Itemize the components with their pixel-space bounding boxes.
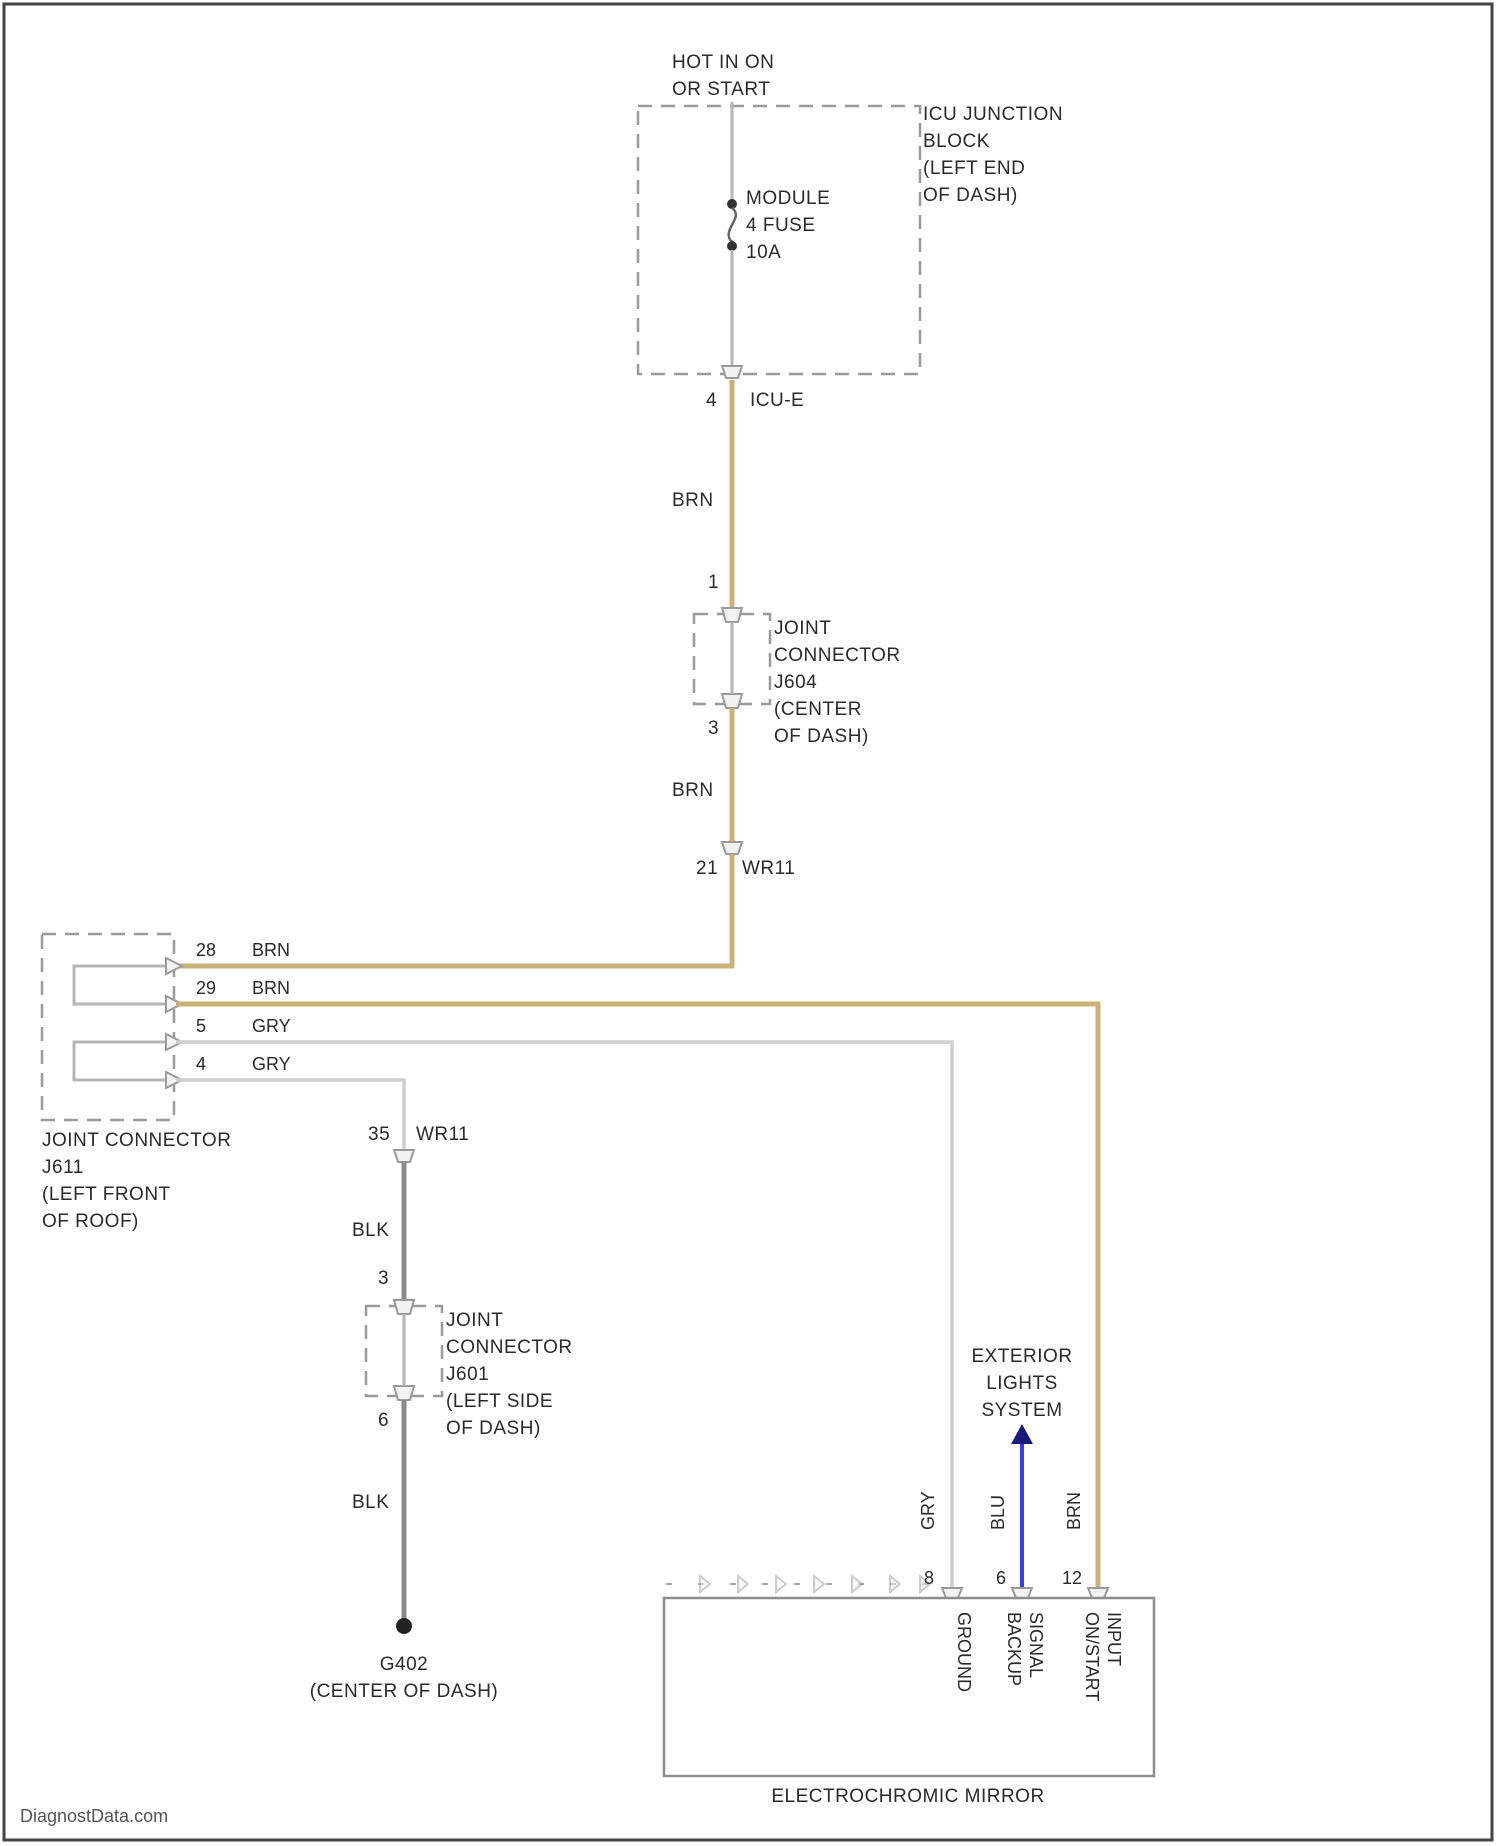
icu-e-pin: 4 xyxy=(706,390,717,411)
fuse-line1: MODULE xyxy=(746,188,830,209)
mirror-func-input-1: ON/START xyxy=(1082,1612,1102,1701)
j601-connector-bottom xyxy=(394,1386,414,1400)
ground-line1: G402 xyxy=(380,1654,428,1675)
j604-line3: J604 xyxy=(774,672,817,693)
exterior-line1: EXTERIOR xyxy=(971,1346,1072,1367)
power-source-line2: OR START xyxy=(672,79,770,100)
electrochromic-mirror-box xyxy=(664,1598,1154,1776)
gry-label-vertical: GRY xyxy=(918,1491,938,1530)
junction-block-line3: (LEFT END xyxy=(923,158,1025,179)
j611-pin-4: 4 xyxy=(196,1054,206,1074)
j611-outline xyxy=(42,934,174,1120)
j611-jumper-28-29 xyxy=(74,966,168,1004)
mirror-pin-placeholder-2 xyxy=(738,1576,748,1592)
fuse-terminal-bottom xyxy=(727,241,737,251)
fuse-terminal-top xyxy=(727,199,737,209)
mirror-pin-placeholder-6 xyxy=(890,1576,900,1592)
mirror-pin-placeholder-3 xyxy=(776,1576,786,1592)
brn-label-top: BRN xyxy=(672,490,714,511)
icu-junction-block-outline xyxy=(638,106,920,374)
mirror-pin-placeholder-1 xyxy=(700,1576,710,1592)
exterior-line2: LIGHTS xyxy=(986,1373,1058,1394)
j611-line4: OF ROOF) xyxy=(42,1211,139,1232)
junction-block-line4: OF DASH) xyxy=(923,185,1018,206)
j611-line2: J611 xyxy=(42,1157,84,1178)
brn-wire-j611-to-mirror xyxy=(176,1004,1098,1596)
j611-pin-29-color: BRN xyxy=(252,978,290,998)
mirror-pin-ground: 8 xyxy=(924,1568,934,1588)
fuse-element-icon xyxy=(729,208,736,242)
gry-wire-j611-to-mirror xyxy=(176,1042,952,1596)
mirror-pin-placeholder-4 xyxy=(814,1576,824,1592)
wr11-21-pin: 21 xyxy=(696,858,718,879)
j604-connector-top xyxy=(722,608,742,622)
j604-line2: CONNECTOR xyxy=(774,645,901,666)
junction-block-line1: ICU JUNCTION xyxy=(923,104,1063,125)
ground-line2: (CENTER OF DASH) xyxy=(310,1681,499,1702)
brn-label-vertical: BRN xyxy=(1064,1492,1084,1530)
mirror-func-backup-1: BACKUP xyxy=(1004,1612,1024,1686)
mirror-func-input-2: INPUT xyxy=(1104,1612,1124,1666)
wr11-connector-21 xyxy=(722,842,742,854)
j611-line1: JOINT CONNECTOR xyxy=(42,1130,231,1151)
mirror-pin-input: 12 xyxy=(1062,1568,1082,1588)
icu-e-name: ICU-E xyxy=(750,390,804,411)
j604-pin-top: 1 xyxy=(708,572,719,593)
fuse-line2: 4 FUSE xyxy=(746,215,816,236)
mirror-name: ELECTROCHROMIC MIRROR xyxy=(771,1786,1044,1807)
j611-jumper-5-4 xyxy=(74,1042,168,1080)
j601-line5: OF DASH) xyxy=(446,1418,541,1439)
diagram-frame xyxy=(4,4,1492,1840)
blk-label-upper: BLK xyxy=(352,1220,389,1241)
wr11-21-name: WR11 xyxy=(742,858,795,879)
j604-line4: (CENTER xyxy=(774,699,862,720)
brn-label-mid: BRN xyxy=(672,780,714,801)
power-source-line1: HOT IN ON xyxy=(672,52,774,73)
wr11-connector-35 xyxy=(394,1150,414,1162)
mirror-terminal-input xyxy=(1088,1588,1108,1598)
junction-block-line2: BLOCK xyxy=(923,131,990,152)
blk-label-lower: BLK xyxy=(352,1492,389,1513)
watermark: DiagnostData.com xyxy=(20,1806,168,1826)
j604-line1: JOINT xyxy=(774,618,831,639)
j601-line4: (LEFT SIDE xyxy=(446,1391,553,1412)
wr11-35-name: WR11 xyxy=(416,1124,469,1145)
j611-line3: (LEFT FRONT xyxy=(42,1184,171,1205)
j611-pin-5: 5 xyxy=(196,1016,206,1036)
icu-e-connector xyxy=(722,366,742,378)
mirror-pin-placeholder-5 xyxy=(852,1576,862,1592)
ground-point-icon xyxy=(396,1618,412,1634)
j601-line3: J601 xyxy=(446,1364,489,1385)
j601-pin-bottom: 6 xyxy=(378,1410,389,1431)
j611-pin-5-color: GRY xyxy=(252,1016,291,1036)
j601-line2: CONNECTOR xyxy=(446,1337,573,1358)
exterior-line3: SYSTEM xyxy=(981,1400,1062,1421)
mirror-terminal-ground xyxy=(942,1588,962,1598)
j611-pin-28: 28 xyxy=(196,940,216,960)
j604-line5: OF DASH) xyxy=(774,726,869,747)
j611-pin-29: 29 xyxy=(196,978,216,998)
j601-line1: JOINT xyxy=(446,1310,503,1331)
j604-connector-bottom xyxy=(722,694,742,708)
mirror-pin-backup: 6 xyxy=(996,1568,1006,1588)
mirror-terminal-backup xyxy=(1012,1588,1032,1598)
j604-pin-bottom: 3 xyxy=(708,718,719,739)
j601-connector-top xyxy=(394,1300,414,1314)
j611-pin-28-color: BRN xyxy=(252,940,290,960)
j611-pin-4-color: GRY xyxy=(252,1054,291,1074)
wr11-35-pin: 35 xyxy=(368,1124,390,1145)
mirror-func-ground: GROUND xyxy=(954,1612,974,1692)
j601-pin-top: 3 xyxy=(378,1268,389,1289)
arrow-up-icon xyxy=(1011,1424,1033,1444)
fuse-line3: 10A xyxy=(746,242,781,263)
mirror-func-backup-2: SIGNAL xyxy=(1026,1612,1046,1678)
blu-label-vertical: BLU xyxy=(988,1495,1008,1530)
